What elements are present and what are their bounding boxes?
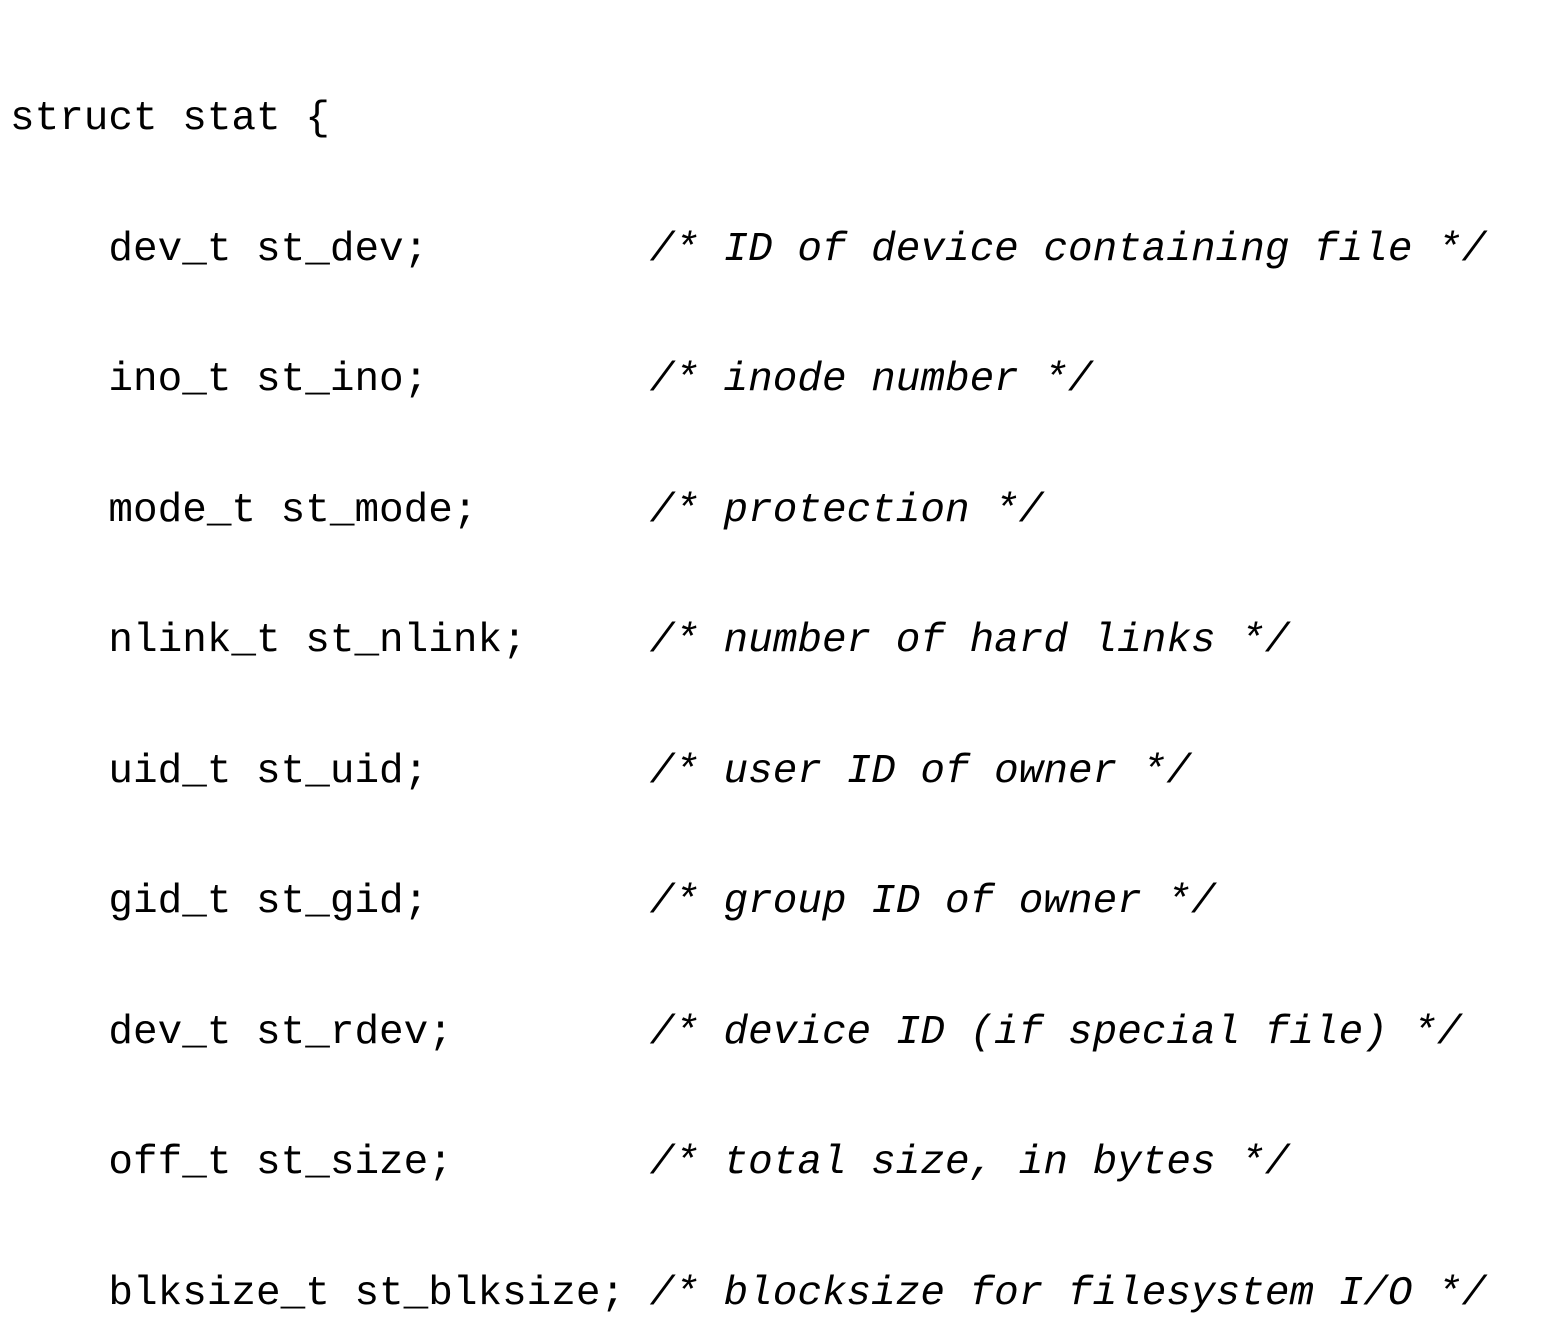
- code-declaration: gid_t st_gid;: [10, 879, 650, 925]
- code-declaration: dev_t st_dev;: [10, 226, 650, 273]
- code-declaration: blksize_t st_blksize;: [10, 1270, 650, 1317]
- code-line: uid_t st_uid; /* user ID of owner */: [10, 748, 1550, 795]
- code-line: off_t st_size; /* total size, in bytes *…: [10, 1140, 1550, 1186]
- code-line: nlink_t st_nlink; /* number of hard link…: [10, 618, 1550, 664]
- code-comment: /* blocksize for filesystem I/O */: [649, 1270, 1487, 1317]
- code-comment: /* device ID (if special file) */: [649, 1009, 1462, 1056]
- code-comment: /* user ID of owner */: [649, 748, 1192, 795]
- code-line: dev_t st_rdev; /* device ID (if special …: [10, 1009, 1550, 1056]
- code-comment: /* number of hard links */: [649, 618, 1290, 664]
- code-declaration: dev_t st_rdev;: [10, 1009, 650, 1056]
- code-declaration: struct stat {: [10, 96, 330, 142]
- code-comment: /* inode number */: [649, 357, 1093, 403]
- code-declaration: uid_t st_uid;: [10, 748, 650, 795]
- code-line: ino_t st_ino; /* inode number */: [10, 357, 1550, 403]
- code-comment: /* protection */: [649, 487, 1044, 534]
- code-line: gid_t st_gid; /* group ID of owner */: [10, 879, 1550, 925]
- code-line: dev_t st_dev; /* ID of device containing…: [10, 226, 1550, 273]
- code-line: mode_t st_mode; /* protection */: [10, 487, 1550, 534]
- code-declaration: nlink_t st_nlink;: [10, 618, 650, 664]
- code-declaration: mode_t st_mode;: [10, 487, 650, 534]
- code-line: struct stat {: [10, 96, 1550, 142]
- code-declaration: ino_t st_ino;: [10, 357, 650, 403]
- code-declaration: off_t st_size;: [10, 1140, 650, 1186]
- code-comment: /* total size, in bytes */: [649, 1140, 1290, 1186]
- code-comment: /* ID of device containing file */: [649, 226, 1487, 273]
- code-comment: /* group ID of owner */: [649, 879, 1216, 925]
- code-line: blksize_t st_blksize; /* blocksize for f…: [10, 1270, 1550, 1317]
